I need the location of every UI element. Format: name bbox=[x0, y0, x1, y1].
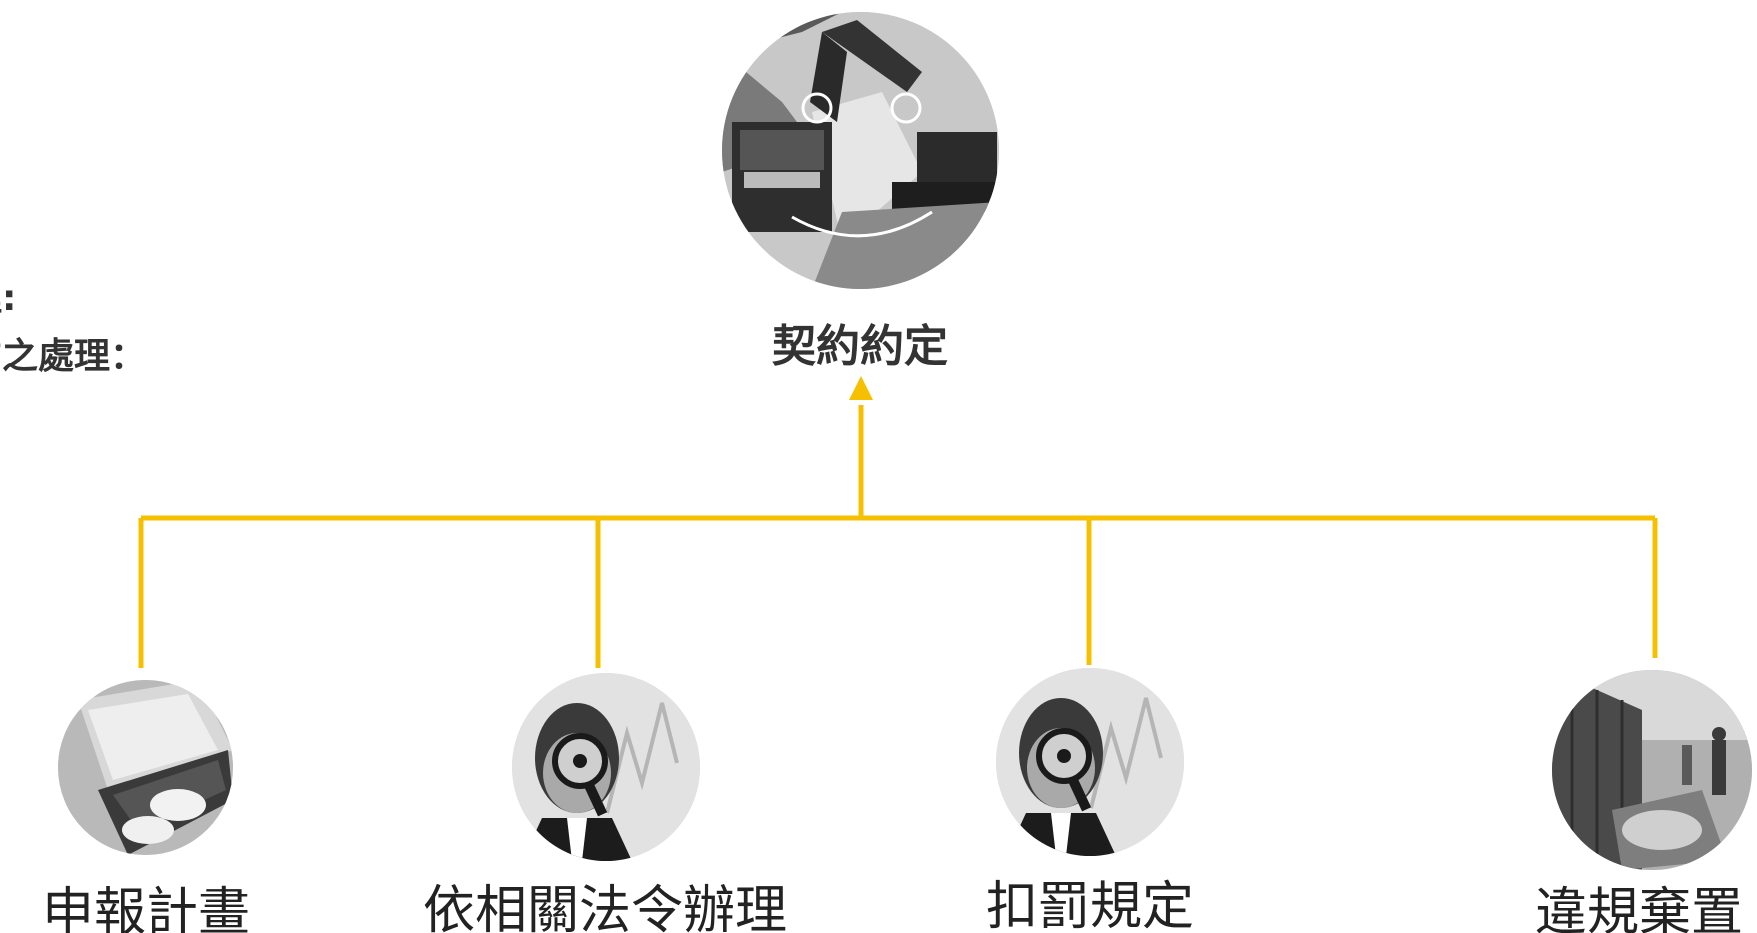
left-note-line-2: 方之處理： bbox=[0, 336, 147, 377]
laptop-icon bbox=[58, 680, 233, 855]
bottom-node-3-image bbox=[996, 668, 1184, 856]
bottom-node-4-image bbox=[1552, 670, 1752, 870]
top-node-image bbox=[722, 12, 999, 289]
magnifying-glass-icon bbox=[512, 673, 700, 861]
construction-site-icon bbox=[1552, 670, 1752, 870]
bottom-node-2-image bbox=[512, 673, 700, 861]
bottom-node-3-label: 扣罰規定 bbox=[985, 877, 1194, 933]
magnifying-glass-icon bbox=[996, 668, 1184, 856]
left-note-line-1: 理: bbox=[0, 278, 17, 319]
bottom-node-1-label: 申報計畫 bbox=[41, 883, 250, 933]
left-notes: 理: 方之處理： bbox=[0, 270, 146, 386]
top-node-label: 契約約定 bbox=[772, 321, 948, 372]
arrow-head-icon bbox=[849, 376, 873, 400]
bottom-node-2-label: 依相關法令辦理 bbox=[422, 881, 787, 933]
bottom-node-1-image bbox=[58, 680, 233, 855]
bottom-node-4-label: 違規棄置 bbox=[1535, 883, 1744, 933]
excavator-photo-icon bbox=[722, 12, 999, 289]
